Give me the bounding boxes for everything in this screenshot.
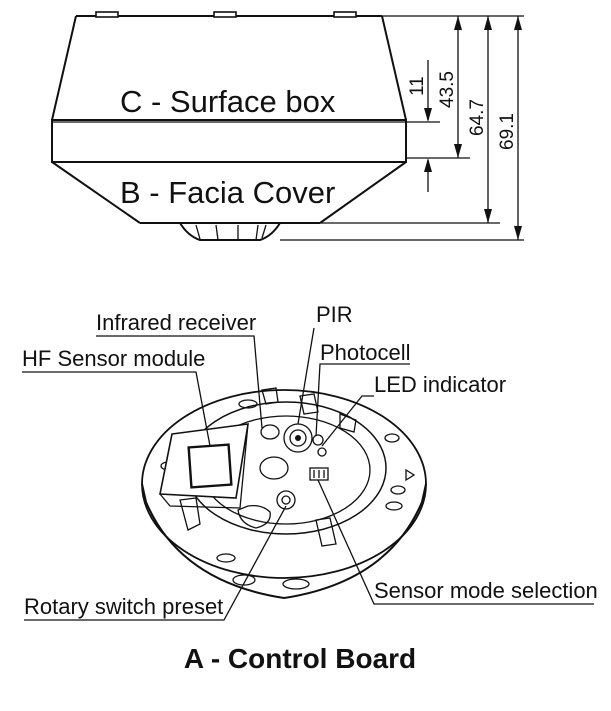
callout-sensor-mode-selection: Sensor mode selection bbox=[374, 578, 598, 603]
dimension-label-43-5: 43.5 bbox=[437, 71, 458, 108]
surface-box-label: C - Surface box bbox=[120, 84, 336, 119]
callout-led-indicator: LED indicator bbox=[374, 372, 506, 397]
callout-photocell: Photocell bbox=[320, 340, 411, 365]
control-board-title: A - Control Board bbox=[184, 643, 416, 674]
callout-infrared-receiver: Infrared receiver bbox=[96, 310, 256, 335]
callout-hf-sensor-module: HF Sensor module bbox=[22, 346, 205, 371]
callout-pir: PIR bbox=[316, 302, 353, 327]
callout-rotary-switch-preset: Rotary switch preset bbox=[24, 594, 223, 619]
dimension-label-64-7: 64.7 bbox=[467, 99, 488, 136]
control-board-drawing bbox=[141, 387, 427, 600]
callout-leaders bbox=[22, 327, 594, 621]
dimension-label-11: 11 bbox=[407, 76, 428, 96]
dimension-lines bbox=[280, 15, 524, 241]
facia-cover-label: B - Facia Cover bbox=[120, 175, 335, 210]
facia-cover-drawing bbox=[51, 161, 407, 241]
surface-box-drawing bbox=[51, 11, 407, 163]
dimension-label-69-1: 69.1 bbox=[497, 113, 518, 150]
